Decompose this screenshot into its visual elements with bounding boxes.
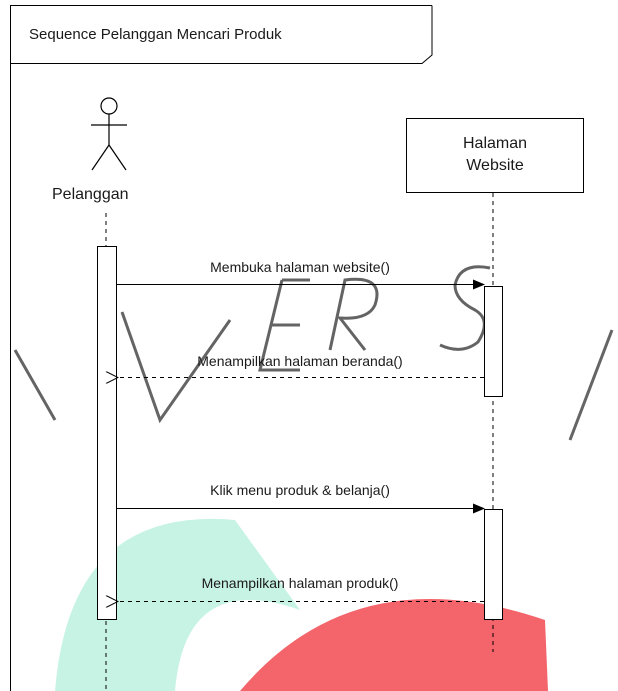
message-label-1: Membuka halaman website() (210, 259, 390, 275)
lifeline-box-halaman-website (406, 118, 584, 193)
frame-title: Sequence Pelanggan Mencari Produk (29, 26, 282, 43)
message-label-2: Menampilkan halaman beranda() (197, 353, 403, 369)
watermark-letter-e (258, 278, 310, 372)
lifeline-box-label-line2: Website (466, 157, 524, 174)
messages (117, 279, 485, 602)
activations (97, 246, 503, 620)
watermark-teal-arc (55, 518, 300, 691)
message-label-4: Menampilkan halaman produk() (201, 575, 399, 591)
actor-leg-left (91, 144, 110, 171)
watermark-red-arc (240, 598, 548, 691)
lifeline-box-label: Halaman Website (406, 133, 584, 177)
watermark-letter-r (328, 277, 379, 351)
activation-pelanggan (97, 246, 117, 620)
watermark-letters (13, 265, 614, 441)
activation-website-2 (484, 509, 503, 620)
watermark-letter-i2 (568, 329, 614, 441)
lifeline-box-label-line1: Halaman (462, 135, 528, 152)
message-label-3: Klik menu produk & belanja() (210, 482, 390, 498)
watermark-letter-v (120, 311, 232, 424)
watermark-letter-s (439, 265, 491, 351)
diagram-frame (10, 5, 433, 691)
actor-leg-right (108, 144, 127, 171)
actor-figure (91, 97, 127, 171)
activation-website-1 (484, 286, 503, 397)
watermark-letter-i1 (13, 349, 57, 421)
actor-label-pelanggan: Pelanggan (52, 186, 129, 203)
frame-title-tab (10, 5, 433, 64)
actor-head (100, 97, 118, 115)
